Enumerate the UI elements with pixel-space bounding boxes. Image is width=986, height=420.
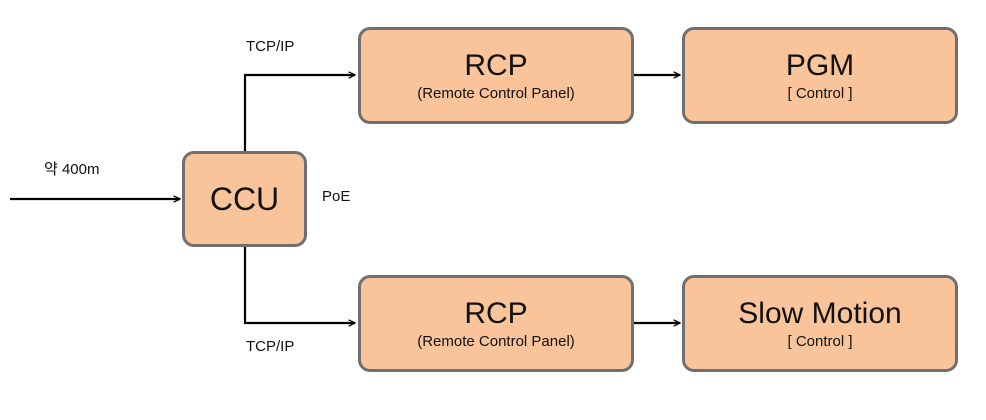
upper-rcp-title: RCP [464,48,528,82]
slow-motion-subtitle: [ Control ] [787,332,853,350]
lower-rcp-box: RCP (Remote Control Panel) [358,275,634,372]
slow-motion-title: Slow Motion [738,296,902,330]
upper-link-label: TCP/IP [246,38,295,55]
lower-link-label: TCP/IP [246,338,295,355]
ccu-to-upper-rcp-arrow [243,75,355,152]
ccu-title: CCU [209,181,280,217]
ccu-box: CCU [182,151,307,247]
pgm-subtitle: [ Control ] [787,84,853,102]
pgm-box: PGM [ Control ] [682,27,958,124]
lower-rcp-subtitle: (Remote Control Panel) [417,332,575,350]
upper-rcp-box: RCP (Remote Control Panel) [358,27,634,124]
lower-rcp-title: RCP [464,296,528,330]
upper-rcp-subtitle: (Remote Control Panel) [417,84,575,102]
input-distance-label: 약 400m [44,161,100,178]
poe-label: PoE [322,188,351,205]
pgm-title: PGM [785,48,855,82]
slow-motion-box: Slow Motion [ Control ] [682,275,958,372]
ccu-to-lower-rcp-arrow [243,246,355,323]
